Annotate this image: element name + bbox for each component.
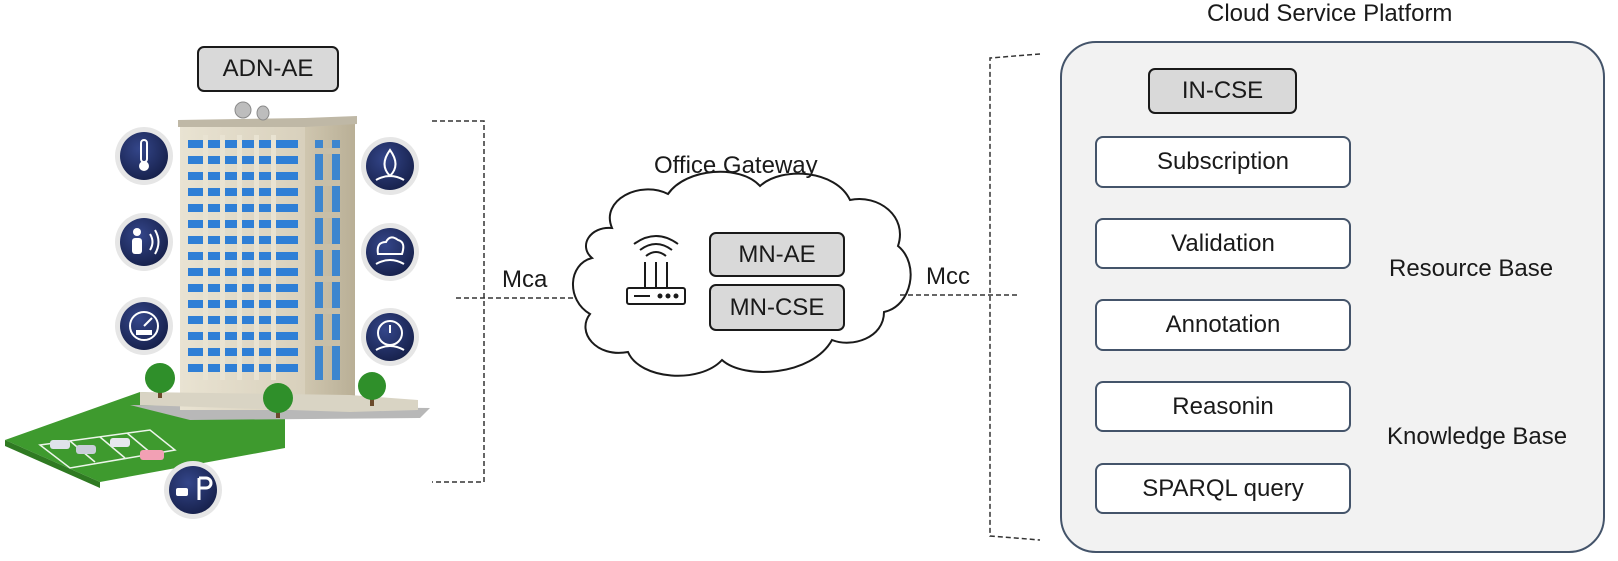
satellite-dishes	[234, 101, 270, 121]
occupancy-sensor-icon	[115, 213, 173, 271]
resource-base-label: Resource Base	[1389, 255, 1554, 282]
service-subscription: Subscription	[1095, 136, 1351, 188]
co2-icon	[361, 223, 419, 281]
air-quality-icon	[361, 308, 419, 366]
mn-cse-box: MN-CSE	[709, 284, 845, 331]
service-reasoning: Reasonin	[1095, 381, 1351, 432]
humidity-icon	[361, 137, 419, 195]
thermometer-icon	[115, 127, 173, 185]
meter-gauge-icon	[115, 297, 173, 355]
cloud-bracket	[989, 53, 1041, 541]
mcc-label: Mcc	[926, 263, 970, 290]
mn-ae-box: MN-AE	[709, 232, 845, 277]
cloud-platform-title: Cloud Service Platform	[1207, 0, 1453, 27]
parked-cars	[50, 438, 164, 460]
knowledge-base-label: Knowledge Base	[1387, 423, 1568, 450]
wifi-router-icon	[626, 235, 686, 305]
service-validation: Validation	[1095, 218, 1351, 269]
mca-label: Mca	[502, 266, 548, 293]
gateway-title: Office Gateway	[654, 152, 818, 179]
in-cse-box: IN-CSE	[1148, 68, 1297, 114]
adn-bracket	[432, 120, 485, 483]
adn-ae-box: ADN-AE	[197, 46, 339, 92]
office-building-icon	[5, 101, 430, 488]
parking-icon	[164, 461, 222, 519]
service-sparql-query: SPARQL query	[1095, 463, 1351, 514]
service-annotation: Annotation	[1095, 299, 1351, 351]
trees	[145, 363, 386, 418]
